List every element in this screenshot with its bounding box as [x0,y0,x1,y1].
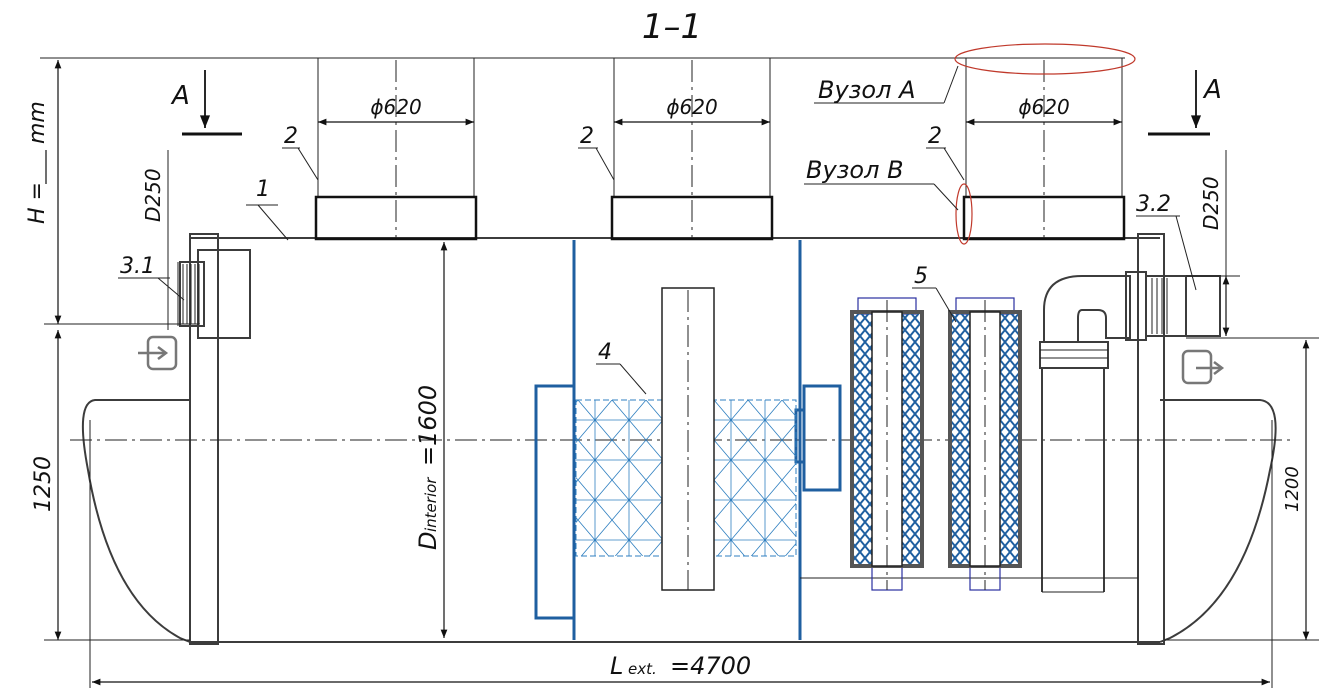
inlet-arrow-icon [138,335,178,371]
inlet-height-label: 1250 [31,456,56,512]
svg-text:mm: mm [25,101,50,144]
outlet-diameter-label: D250 [1199,176,1223,230]
manhole-2 [610,58,774,241]
svg-text:=4700: =4700 [670,652,751,680]
svg-text:L: L [610,652,623,680]
position-31-label: 3.1 [120,254,155,279]
svg-text:ext.: ext. [628,660,657,678]
inlet-diameter-label: D250 [141,168,165,222]
outlet-pipe [1039,271,1221,593]
manhole-1-diameter: ϕ620 [370,95,421,119]
sorption-filter-2 [948,297,1022,591]
position-32-label: 3.2 [1136,192,1171,217]
node-a-highlight [954,43,1136,75]
manhole-1 [314,58,478,241]
sorption-filter-1 [850,297,924,591]
inlet-pipe [179,249,251,339]
svg-text:D: D [414,532,442,550]
manhole-3 [962,58,1126,241]
coalescing-filter-block [575,287,797,591]
position-2-label-c: 2 [928,124,942,149]
svg-text:interior: interior [422,477,440,532]
section-title: 1–1 [642,7,702,47]
interior-diameter-label: D interior =1600 [414,385,442,550]
outlet-arrow-icon [1181,349,1225,385]
height-h-label: H = mm [25,101,50,224]
partition-walls [534,240,1138,640]
section-mark-left [182,70,242,136]
external-length-label: L ext. =4700 [610,652,751,680]
section-letter-left: A [170,81,190,111]
position-1-label: 1 [256,177,270,202]
section-letter-right: A [1202,75,1222,105]
position-2-label-b: 2 [580,124,594,149]
svg-text:=1600: =1600 [414,385,442,466]
svg-text:H =: H = [25,182,50,224]
position-4-label: 4 [598,340,612,365]
outlet-height-label: 1200 [1282,466,1303,512]
section-mark-right [1148,70,1210,136]
node-b-highlight [955,183,973,245]
dimension-lines [44,60,1319,688]
position-5-label: 5 [914,264,928,289]
leader-lines [118,65,1197,395]
node-b-label: Вузол B [806,156,904,184]
manhole-2-diameter: ϕ620 [666,95,717,119]
node-a-label: Вузол A [818,76,916,104]
manhole-3-diameter: ϕ620 [1018,95,1069,119]
position-2-label-a: 2 [284,124,298,149]
